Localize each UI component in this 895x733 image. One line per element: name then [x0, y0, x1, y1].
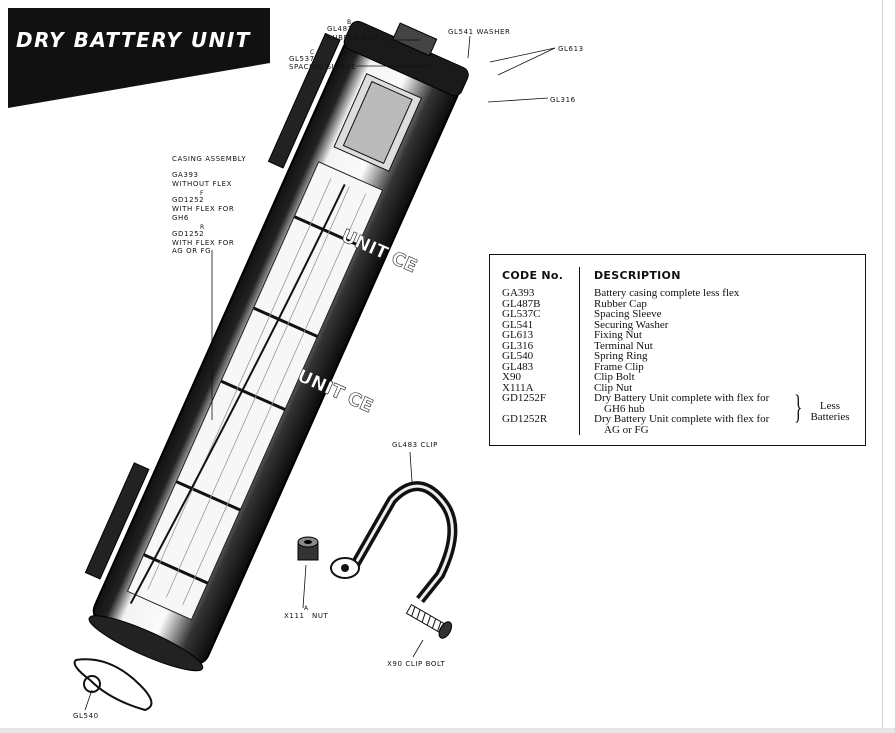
washer-label: GL541 WASHER	[448, 28, 511, 36]
table-row-desc: Fixing Nut	[594, 329, 642, 341]
nut-sup: A	[304, 605, 309, 612]
table-row-code: GL483	[502, 360, 534, 373]
spacing-sleeve-code: GL537	[289, 55, 315, 63]
table-row-desc: Spring Ring	[594, 350, 648, 362]
gd1252f-sup: F	[200, 190, 204, 197]
battery-casing-tube	[84, 20, 469, 672]
ag-or-fg-label: AG OR FG	[172, 247, 212, 255]
table-row-desc: Clip Nut	[594, 381, 633, 394]
table-row-code: GL541	[502, 318, 534, 331]
table-row-desc: Dry Battery Unit complete with flex for	[594, 413, 770, 425]
table-row-desc-cont: AG or FG	[604, 423, 649, 436]
gl613-label: GL613	[558, 45, 584, 53]
casing-assembly-label: CASING ASSEMBLY	[172, 155, 247, 163]
table-row-desc: Dry Battery Unit complete with flex for	[594, 392, 770, 404]
table-row-code: X90	[502, 371, 521, 383]
brace-symbol: }	[794, 389, 803, 426]
table-row-desc: Frame Clip	[594, 360, 644, 373]
clip-bolt-label: X90 CLIP BOLT	[387, 660, 446, 668]
table-row-code: GL613	[502, 329, 534, 341]
table-row-desc: Securing Washer	[594, 318, 669, 331]
rubber-cap-sup: B	[347, 19, 352, 26]
table-row-code: GD1252F	[502, 392, 547, 404]
table-row-desc: Battery casing complete less flex	[594, 287, 740, 299]
table-row-desc: Clip Bolt	[594, 371, 635, 383]
less-batteries-note: Less Batteries	[800, 401, 860, 423]
frame-clip-drawing	[330, 481, 458, 604]
without-flex-label: WITHOUT FLEX	[172, 180, 233, 188]
table-row-desc-cont: GH6 hub	[604, 402, 645, 415]
gd1252r-sup: R	[200, 224, 205, 231]
table-row-code: GL487B	[502, 297, 541, 310]
description-header: DESCRIPTION	[594, 269, 681, 282]
nut-code: X111	[284, 612, 305, 620]
table-row-desc: Rubber Cap	[594, 297, 647, 310]
page-bottom-edge	[0, 728, 895, 733]
gd1252f-code: GD1252	[172, 196, 205, 204]
less-note-line2: Batteries	[810, 411, 850, 423]
page-edge	[882, 0, 883, 733]
table-row-code: GL540	[502, 350, 534, 362]
gd1252r-code: GD1252	[172, 230, 205, 238]
rubber-cap-code: GL487	[327, 25, 353, 33]
table-row-code: GA393	[502, 287, 535, 299]
table-row-code: X111A	[502, 381, 534, 394]
with-flex-for-ag: WITH FLEX FOR	[172, 239, 235, 247]
clip-nut-drawing	[297, 536, 319, 561]
table-row-code: GL316	[502, 339, 534, 352]
clip-bolt-drawing	[405, 603, 453, 639]
gl316-label: GL316	[550, 96, 576, 104]
spring-ring-drawing	[73, 658, 153, 712]
table-row-code: GL537C	[502, 308, 541, 320]
with-flex-for-gh6: WITH FLEX FOR	[172, 205, 235, 213]
code-header: CODE No.	[502, 269, 564, 282]
nut-label: NUT	[312, 612, 329, 620]
spacing-sleeve-label: SPACING SLEEVE	[289, 63, 357, 71]
description-column: Battery casing complete less flex Rubber…	[594, 288, 794, 435]
gl540-label: GL540	[73, 712, 99, 720]
clip-label: GL483 CLIP	[392, 441, 438, 449]
page-title: DRY BATTERY UNIT	[16, 28, 251, 52]
parts-table: CODE No. DESCRIPTION GA393 GL487B GL537C…	[489, 254, 866, 446]
table-row-desc: Spacing Sleeve	[594, 308, 662, 320]
column-divider	[579, 267, 580, 435]
ga393-label: GA393	[172, 171, 199, 179]
table-row-code: GD1252R	[502, 413, 548, 425]
code-column: GA393 GL487B GL537C GL541 GL613 GL316 GL…	[502, 288, 580, 425]
less-note-line1: Less	[819, 400, 841, 412]
spacing-sleeve-sup: C	[310, 49, 315, 56]
table-row-desc: Terminal Nut	[594, 339, 653, 352]
rubber-cap-label: RUBBER CAP	[327, 34, 379, 42]
gh6-label: GH6	[172, 214, 189, 222]
